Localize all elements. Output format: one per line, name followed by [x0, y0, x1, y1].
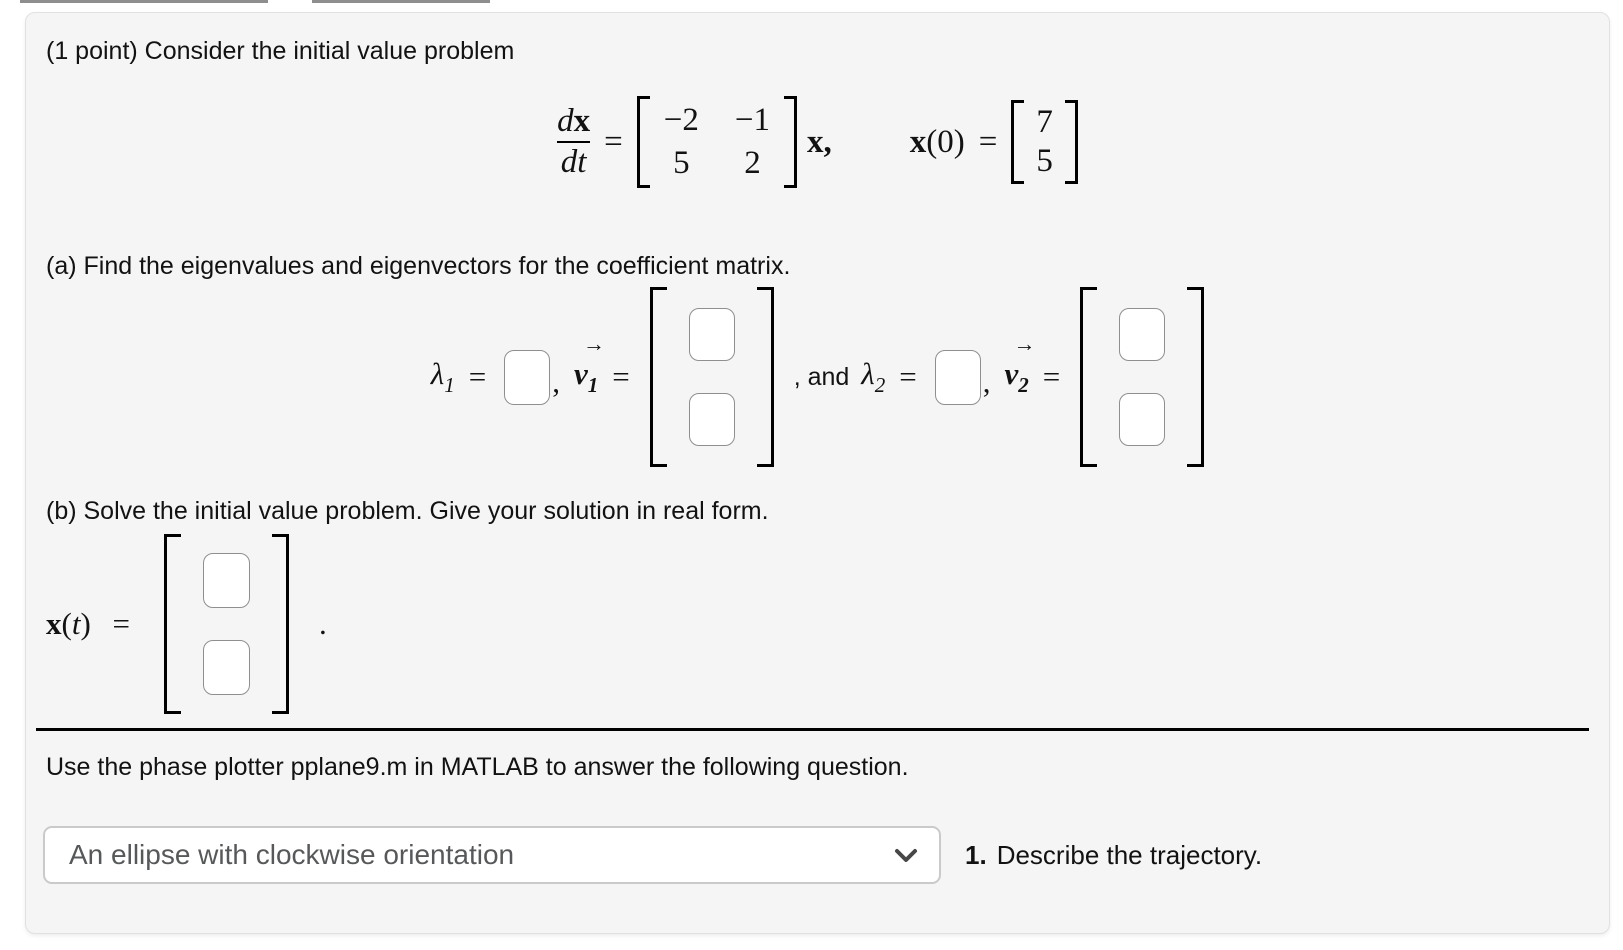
part-a-equation: λ1 = , →v1 = , and λ2 = , →v2 = [46, 287, 1589, 467]
matrix-left-bracket [636, 96, 650, 188]
xt-t-symbol: t [71, 606, 81, 641]
matrix-cells: −2 −1 5 2 [650, 96, 784, 188]
problem-intro: (1 point) Consider the initial value pro… [46, 37, 515, 65]
part-b-equation: x(t) = . [46, 534, 1589, 714]
ode-equation: dx dt = −2 −1 5 2 x, x(0) = 7 5 [46, 96, 1589, 188]
v2-equals: = [1042, 359, 1061, 394]
matrix-cell-r2c1: 5 [673, 145, 690, 181]
lambda2-symbol: λ2 [861, 356, 886, 397]
chevron-down-icon [893, 847, 919, 864]
vector-arrow-icon: → [582, 331, 605, 356]
trajectory-question: 1. Describe the trajectory. [965, 840, 1262, 871]
lambda1-equals: = [468, 359, 487, 394]
v1-left-bracket [649, 287, 667, 467]
problem-panel: (1 point) Consider the initial value pro… [25, 12, 1610, 934]
ic-right-bracket [1064, 100, 1078, 184]
fraction-denominator: dt [560, 144, 587, 181]
matrix-cell-r1c1: −2 [663, 102, 699, 138]
comma-after-lambda1: , [552, 364, 560, 399]
v1-top-input[interactable] [688, 308, 735, 361]
ic-paren: (0) [926, 123, 965, 160]
lambda2-subscript: 2 [874, 373, 886, 397]
vector-arrow-icon: → [1013, 331, 1036, 356]
v1-equals: = [612, 359, 630, 394]
v2-symbol: →v2 [1004, 331, 1036, 397]
fraction-bar [557, 140, 591, 144]
part-b-prompt: (b) Solve the initial value problem. Giv… [46, 497, 769, 525]
d-symbol: d [557, 103, 574, 140]
clipped-content-edge [20, 0, 268, 3]
ic-values: 7 5 [1024, 100, 1065, 184]
matrix-right-bracket [784, 96, 797, 188]
v2-bottom-input[interactable] [1119, 393, 1166, 446]
equals-sign: = [604, 123, 623, 160]
initial-condition: x(0) = 7 5 [910, 100, 1078, 184]
fraction-numerator: dx [557, 104, 590, 139]
matrix-cell-r1c2: −1 [734, 102, 770, 138]
x-variable: x, [807, 123, 832, 160]
ic-equals-sign: = [978, 123, 998, 160]
coefficient-matrix: −2 −1 5 2 [636, 96, 797, 188]
lambda1-subscript: 1 [444, 373, 455, 397]
part-a-prompt: (a) Find the eigenvalues and eigenvector… [46, 252, 791, 280]
question-text: Describe the trajectory. [996, 839, 1263, 870]
matrix-cell-r2c2: 2 [744, 145, 761, 181]
ic-bottom-value: 5 [1036, 143, 1053, 179]
v2-subscript: 2 [1018, 373, 1029, 397]
xt-x-symbol: x [46, 606, 62, 641]
solution-top-input[interactable] [203, 553, 251, 608]
xt-close-paren: ) [80, 606, 91, 641]
v2-vector [1080, 287, 1205, 467]
v1-symbol: →v1 [573, 331, 605, 397]
xt-equals: = [112, 606, 131, 641]
solution-left-bracket [164, 534, 182, 714]
xt-label: x(t) = [46, 606, 144, 642]
lambda1-input[interactable] [504, 349, 551, 405]
lambda1-symbol: λ1 [430, 356, 455, 397]
matlab-instruction: Use the phase plotter pplane9.m in MATLA… [46, 753, 909, 781]
ic-x-symbol: x [909, 123, 927, 160]
ic-left-bracket [1011, 100, 1025, 184]
comma-after-lambda2: , [982, 364, 991, 399]
solution-bottom-input[interactable] [203, 640, 251, 695]
v2-top-input[interactable] [1119, 308, 1166, 361]
initial-condition-vector: 7 5 [1011, 100, 1078, 184]
trajectory-dropdown-value: An ellipse with clockwise orientation [69, 839, 515, 870]
solution-vector [164, 534, 290, 714]
x-vector-symbol: x [573, 103, 591, 140]
solution-entries [181, 534, 272, 714]
lambda2-input[interactable] [934, 349, 981, 405]
v1-subscript: 1 [587, 373, 599, 397]
trajectory-question-row: An ellipse with clockwise orientation 1.… [43, 826, 1589, 884]
v1-entries [667, 287, 757, 467]
solution-right-bracket [272, 534, 290, 714]
v1-bottom-input[interactable] [688, 393, 735, 446]
v1-right-bracket [756, 287, 774, 467]
v1-vector [649, 287, 774, 467]
trajectory-dropdown[interactable]: An ellipse with clockwise orientation [43, 826, 941, 884]
period-mark: . [319, 606, 327, 641]
v2-entries [1097, 287, 1187, 467]
v2-left-bracket [1080, 287, 1098, 467]
and-separator: , and [793, 362, 850, 391]
lambda2-equals: = [899, 359, 917, 394]
clipped-content-edge [312, 0, 490, 3]
section-divider [36, 728, 1589, 731]
ic-top-value: 7 [1036, 104, 1053, 140]
v2-right-bracket [1187, 287, 1205, 467]
dxdt-fraction: dx dt [557, 104, 591, 181]
xt-open-paren: ( [61, 606, 72, 641]
question-number: 1. [965, 839, 987, 870]
